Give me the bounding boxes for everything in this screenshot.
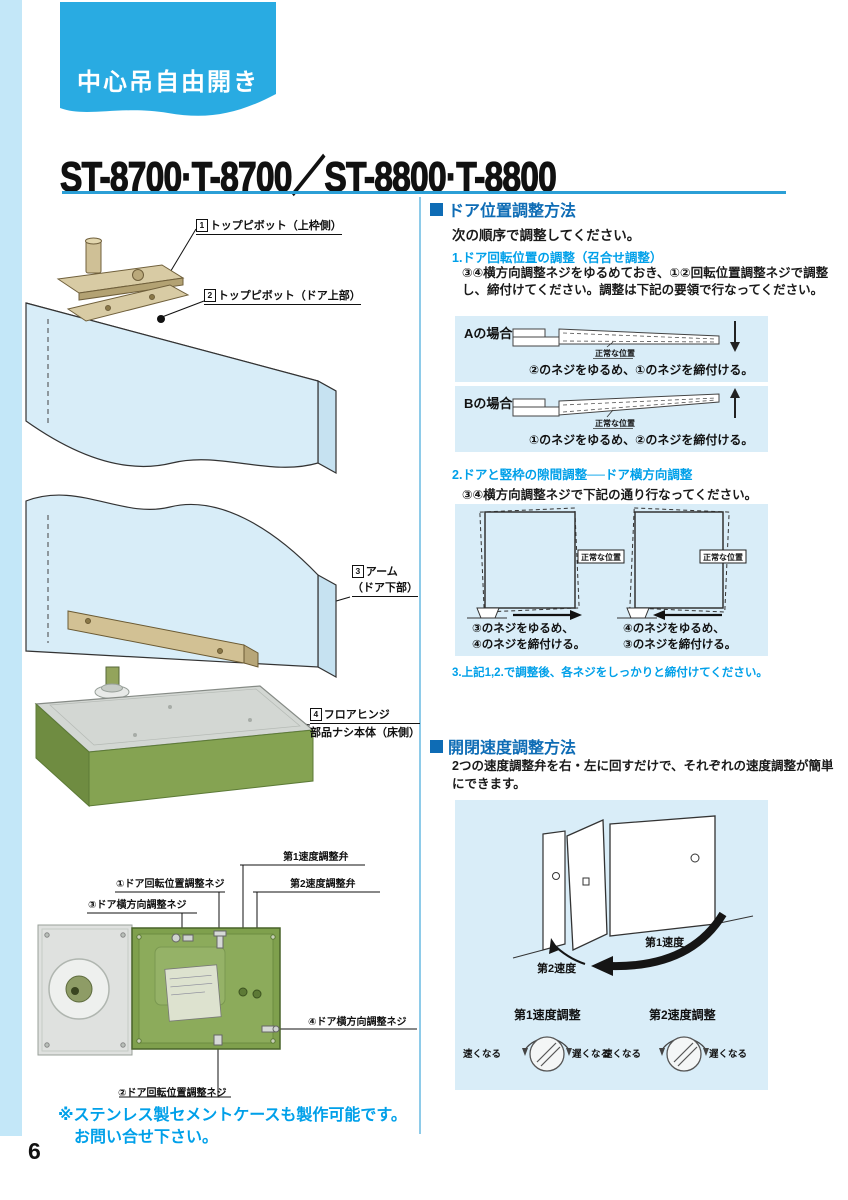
step1-body: ③④横方向調整ネジをゆるめておき、①②回転位置調整ネジで調整し、締付けてください… bbox=[462, 266, 829, 297]
case-a-normal-label: 正常な位置 bbox=[595, 348, 635, 358]
label-speed-valve-2: 第2速度調整弁 bbox=[290, 879, 356, 890]
valve2-icon bbox=[659, 1036, 709, 1072]
label-speed-valve-1: 第1速度調整弁 bbox=[283, 852, 349, 863]
lateral-adjust-box: 正常な位置 正常な位置 ③のネジをゆるめ、④のネジを締付ける。 ④のネジをゆるめ… bbox=[455, 504, 768, 656]
boxed-num-3: 3 bbox=[352, 565, 364, 578]
case-b-normal-label: 正常な位置 bbox=[595, 418, 635, 428]
valve1-icon bbox=[522, 1036, 572, 1072]
category-tag-label: 中心吊自由開き bbox=[77, 69, 259, 96]
case-a-box: Aの場合 正常な位置 ②のネジをゆるめ、①のネジを締付ける。 bbox=[455, 316, 768, 382]
step2-body: ③④横方向調整ネジで下記の通り行なってください。 bbox=[462, 488, 758, 502]
case-a-caption: ②のネジをゆるめ、①のネジを締付ける。 bbox=[529, 363, 754, 377]
rotation-screw-2 bbox=[213, 1034, 223, 1046]
speed-valve-1 bbox=[238, 987, 248, 997]
fixed-panel-left bbox=[542, 830, 566, 951]
floor-hinge-body bbox=[34, 666, 315, 808]
page-title: ST-8700·T-8700／ST-8800·T-8800 bbox=[60, 152, 558, 200]
lateral-left-normal-label: 正常な位置 bbox=[581, 552, 621, 562]
lateral-adjust-diagram: 正常な位置 正常な位置 bbox=[467, 507, 747, 620]
lateral-right-caption: ④のネジをゆるめ、③のネジを締付ける。 bbox=[623, 623, 737, 651]
valve1-title: 第1速度調整 bbox=[514, 1008, 581, 1022]
speed1-arc bbox=[609, 911, 727, 971]
stainless-note: ※ステンレス製セメントケースも製作可能です。 お問い合せ下さい。 bbox=[58, 1107, 407, 1146]
boxed-num-2: 2 bbox=[204, 289, 216, 302]
speed-box: 第1速度 第2速度 第1速度調整 速くなる 遅くなる 第2速度調整 速くなる 遅… bbox=[455, 800, 768, 1090]
exploded-diagram bbox=[25, 228, 351, 808]
leader-dot-2 bbox=[157, 315, 165, 323]
label-lateral-screw-4: ④ドア横方向調整ネジ bbox=[308, 1017, 407, 1028]
valve2-slower-label: 遅くなる bbox=[709, 1049, 748, 1060]
valve1-slower-label: 遅くなる bbox=[572, 1049, 611, 1060]
lateral-right-normal-label: 正常な位置 bbox=[703, 552, 743, 562]
section-door-position-header: ドア位置調整方法 bbox=[430, 197, 576, 221]
title-rule bbox=[62, 191, 786, 194]
valve2-title: 第2速度調整 bbox=[649, 1008, 716, 1022]
bottom-arm bbox=[67, 610, 259, 668]
blue-square-bullet bbox=[430, 739, 443, 753]
door-tilt-right: 正常な位置 bbox=[617, 507, 747, 620]
adjust-intro: 次の順序で調整してください。 bbox=[452, 228, 641, 243]
case-b-box: Bの場合 正常な位置 ①のネジをゆるめ、②のネジを締付ける。 bbox=[455, 386, 768, 452]
valve1-faster-label: 速くなる bbox=[463, 1049, 502, 1060]
case-b-diagram: 正常な位置 bbox=[512, 388, 740, 429]
valve2-faster-label: 速くなる bbox=[603, 1049, 642, 1060]
case-b-caption: ①のネジをゆるめ、②のネジを締付ける。 bbox=[529, 433, 754, 447]
fixed-panel-right bbox=[609, 815, 716, 937]
blue-square-bullet bbox=[430, 202, 443, 216]
speed-valve-2 bbox=[252, 989, 262, 999]
step2-title: 2.ドアと竪枠の隙間調整──ドア横方向調整 bbox=[452, 468, 693, 482]
cover-plate bbox=[37, 924, 133, 1056]
boxed-num-4: 4 bbox=[310, 708, 322, 721]
step1-title: 1.ドア回転位置の調整（召合せ調整） bbox=[452, 251, 663, 265]
lateral-screw-3 bbox=[171, 933, 181, 943]
case-a-diagram: 正常な位置 bbox=[512, 321, 740, 359]
hinge-plan-view bbox=[37, 864, 417, 1098]
speed-door-diagram: 第1速度 第2速度 bbox=[512, 815, 754, 976]
case-b-label: Bの場合 bbox=[464, 396, 513, 411]
left-edge-band bbox=[0, 0, 22, 1136]
top-pivot-hardware bbox=[56, 237, 185, 301]
column-divider bbox=[419, 197, 421, 1134]
label-rotation-screw-1: ①ドア回転位置調整ネジ bbox=[116, 879, 225, 890]
spec-sticker bbox=[164, 964, 222, 1022]
speed-body: 2つの速度調整弁を右・左に回すだけで、それぞれの速度調整が簡単にできます。 bbox=[452, 759, 834, 791]
cement-case bbox=[131, 927, 281, 1050]
step3-title: 3.上記1,2.で調整後、各ネジをしっかりと締付けてください。 bbox=[452, 667, 768, 679]
label-lateral-screw-3: ③ドア横方向調整ネジ bbox=[88, 900, 187, 911]
door-top-pivot-plate bbox=[66, 284, 190, 322]
arc-speed2-label: 第2速度 bbox=[537, 961, 577, 975]
arc-speed1-label: 第1速度 bbox=[645, 935, 685, 949]
lateral-left-caption: ③のネジをゆるめ、④のネジを締付ける。 bbox=[472, 623, 586, 651]
category-tag: 中心吊自由開き bbox=[60, 2, 276, 126]
boxed-num-1: 1 bbox=[196, 219, 208, 232]
category-tag-shape bbox=[60, 2, 276, 116]
door-upper-panel bbox=[25, 302, 337, 475]
door-tilt-left: 正常な位置 bbox=[467, 507, 625, 620]
label-rotation-screw-2: ②ドア回転位置調整ネジ bbox=[118, 1088, 227, 1099]
rotation-screw-1 bbox=[213, 930, 227, 937]
page-number: 6 bbox=[28, 1138, 41, 1164]
section-speed-header: 開閉速度調整方法 bbox=[430, 734, 576, 758]
lateral-screw-4 bbox=[261, 1025, 275, 1033]
case-a-label: Aの場合 bbox=[464, 326, 513, 341]
